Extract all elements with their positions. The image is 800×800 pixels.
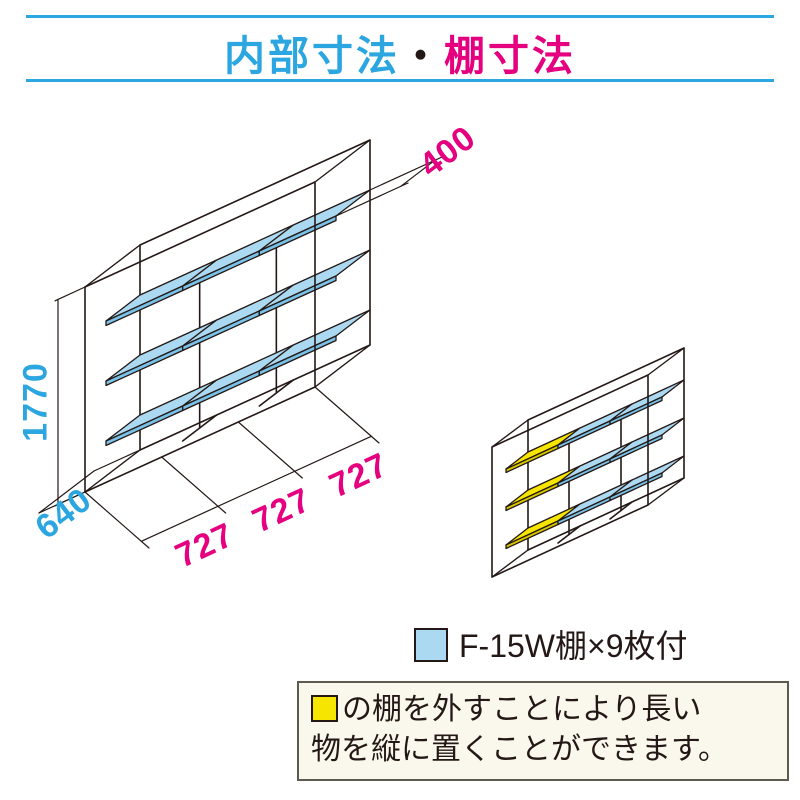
shelf-front-edge	[609, 396, 663, 426]
unit-edge	[314, 139, 371, 183]
dimension-line	[93, 449, 141, 472]
unit-edge	[314, 344, 371, 388]
note-text-1: の棚を外すことにより長い	[342, 693, 702, 726]
shelf-front-edge	[258, 335, 337, 377]
note-line-1: の棚を外すことにより長い	[311, 690, 775, 730]
dimension-line	[84, 491, 150, 549]
page-title: 内部寸法・棚寸法	[0, 22, 800, 82]
support-foot	[258, 379, 295, 407]
header-rule-top	[26, 15, 774, 18]
shelf-front-edge	[258, 275, 337, 317]
shelf-front-edge	[105, 345, 184, 387]
dimension-line	[140, 435, 372, 542]
dimension-line	[54, 286, 86, 302]
dimension-line	[400, 159, 436, 187]
yellow-shelf-swatch	[311, 695, 338, 722]
header-rule-bottom	[26, 79, 774, 82]
blue-shelf-panel	[609, 379, 685, 422]
shelf-front-edge	[258, 215, 337, 257]
support-foot	[609, 501, 633, 520]
dimension-line	[314, 386, 380, 444]
support-foot	[557, 525, 581, 544]
shelf-front-edge	[105, 405, 184, 447]
unit-edge	[647, 347, 685, 376]
shelf-front-edge	[609, 434, 663, 464]
shelf-front-edge	[505, 482, 559, 512]
legend-shelf-label: F-15W棚×9枚付	[459, 628, 688, 664]
title-shelf-dimensions: 棚寸法	[444, 33, 576, 79]
shelf-front-edge	[609, 472, 663, 502]
dimension-lines	[38, 156, 443, 549]
note-box: の棚を外すことにより長い 物を縦に置くことができます。	[297, 681, 789, 781]
unit-edge	[491, 549, 529, 578]
dimension-line	[161, 456, 227, 514]
title-separator: ・	[400, 33, 444, 79]
dimension-line	[335, 182, 409, 217]
unit-edge	[84, 449, 141, 493]
shelf-front-edge	[505, 444, 559, 474]
main-unit-drawing	[84, 139, 371, 493]
dimension-line	[38, 491, 86, 514]
blue-shelf-swatch	[414, 628, 448, 662]
unit-edge	[84, 244, 141, 288]
title-internal-dimensions: 内部寸法	[224, 33, 400, 79]
support-foot	[181, 414, 218, 442]
shelf-front-edge	[105, 285, 184, 327]
dimension-line	[369, 156, 443, 191]
shelf-front-edge	[505, 520, 559, 550]
note-line-2: 物を縦に置くことができます。	[311, 730, 775, 770]
dimension-line	[237, 421, 303, 479]
dim-interior-height: 1770	[16, 362, 55, 442]
note-text-2: 物を縦に置くことができます。	[311, 733, 728, 766]
unit-edge	[647, 477, 685, 506]
unit-edge	[491, 419, 529, 448]
dimension-line	[38, 470, 95, 514]
sub-unit-drawing	[491, 347, 685, 578]
